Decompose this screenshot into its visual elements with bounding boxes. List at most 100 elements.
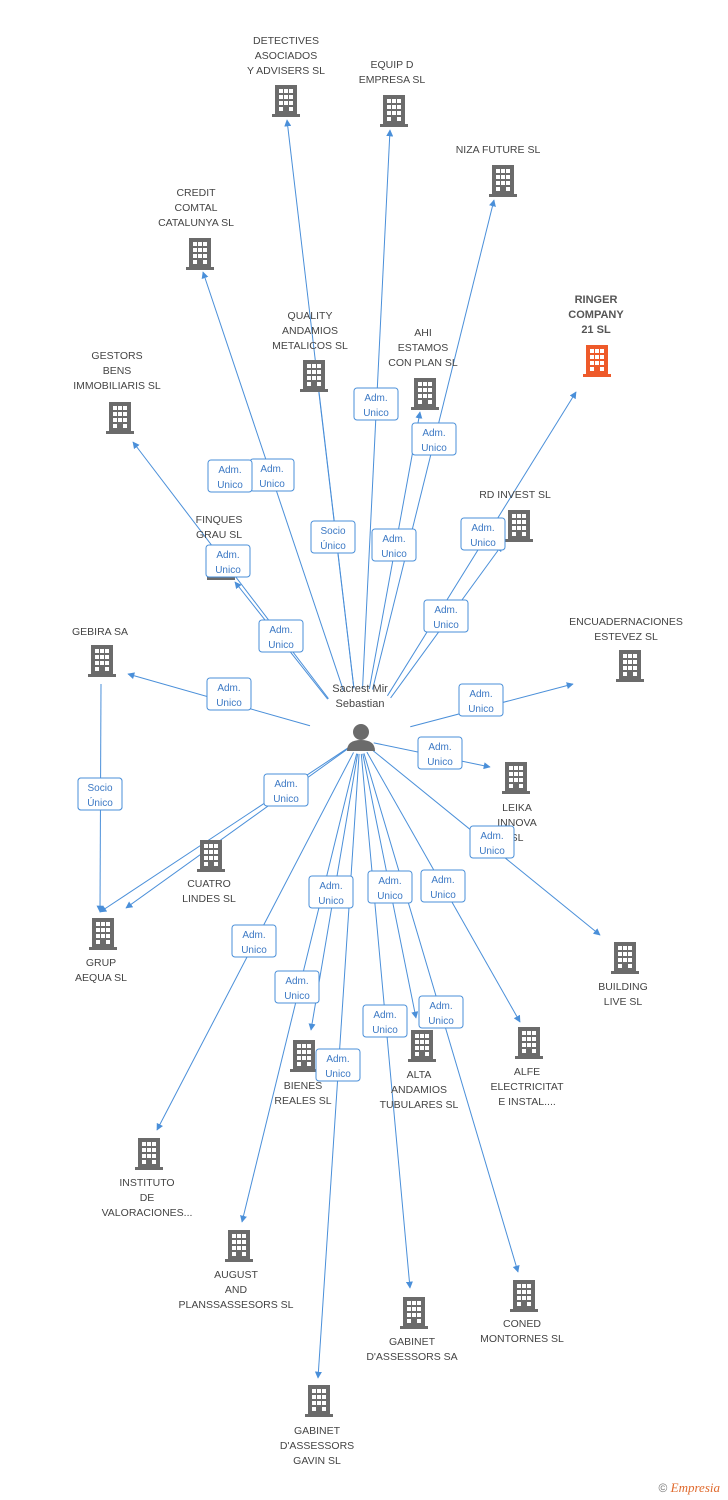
company-label-ahi-line-2: ESTAMOS [398, 342, 449, 354]
center-person[interactable]: Sacrest Mir Sebastian [332, 683, 388, 751]
edge-label-text-grup-line-2: Único [87, 796, 113, 809]
edge-label-text-finques-line-1: Adm. [269, 625, 292, 636]
company-node-gebira[interactable]: GEBIRA SA [72, 626, 128, 677]
edge-label-niza[interactable]: Adm.Unico [411, 422, 457, 456]
building-icon [106, 402, 134, 434]
edge-label-text-rdinvest-line-2: Unico [433, 620, 459, 631]
company-label-equipd-line-2: EMPRESA SL [359, 74, 426, 86]
edge-label-text-building-line-2: Unico [479, 846, 505, 857]
edge-label-box [308, 875, 354, 909]
company-label-gabinet-line-1: GABINET [389, 1336, 436, 1348]
company-label-grup-line-1: GRUP [86, 957, 116, 969]
edge-label-box [458, 683, 504, 717]
edge-label-box [207, 459, 253, 493]
company-label-cuatro-line-1: CUATRO [187, 878, 231, 890]
edge-label-box [362, 1004, 408, 1038]
edge-label-text-bienes-line-2: Unico [318, 896, 344, 907]
building-icon [515, 1027, 543, 1059]
company-label-gabinetgavin-line-3: GAVIN SL [293, 1455, 341, 1467]
edge-label-text-cuatro-line-1: Adm. [274, 779, 297, 790]
company-label-encuad-line-2: ESTEVEZ SL [594, 631, 658, 643]
company-label-niza-line-1: NIZA FUTURE SL [456, 144, 541, 156]
edge-label-text-alta-line-2: Unico [377, 891, 403, 902]
company-node-instituto[interactable]: INSTITUTODEVALORACIONES... [102, 1138, 193, 1219]
edge-label-rdinvest[interactable]: Adm.Unico [423, 599, 469, 633]
edge-label-box [469, 825, 515, 859]
company-label-detectives-line-1: DETECTIVES [253, 35, 319, 47]
edge-label-gabinet[interactable]: Adm.Unico [362, 1004, 408, 1038]
edge-label-credit[interactable]: Adm.Unico [207, 459, 253, 493]
company-label-detectives-line-3: Y ADVISERS SL [247, 65, 325, 77]
edge-label-text-alfe-line-1: Adm. [431, 875, 454, 886]
building-icon [186, 238, 214, 270]
edge-label-alta[interactable]: Adm.Unico [367, 870, 413, 904]
building-icon [290, 1040, 318, 1072]
edge-label-text-detectives-line-1: Adm. [260, 464, 283, 475]
edge-label-box [258, 619, 304, 653]
edge-label-august[interactable]: Adm.Unico [274, 970, 320, 1004]
edge-label-text-equipd-line-1: Adm. [364, 393, 387, 404]
edge-label-ahi[interactable]: Adm.Unico [371, 528, 417, 562]
edge-label-leika[interactable]: Adm.Unico [417, 736, 463, 770]
edge-label-text-credit-line-1: Adm. [218, 465, 241, 476]
edge-label-box [353, 387, 399, 421]
edge-label-box [310, 520, 356, 554]
center-label-line-2: Sebastian [336, 698, 385, 710]
company-label-quality-line-3: METALICOS SL [272, 340, 348, 352]
edge-label-equipd[interactable]: Adm. Unico [353, 387, 399, 421]
edge-label-ringer[interactable]: Adm.Unico [460, 517, 506, 551]
edge-label-encuad[interactable]: Adm.Unico [458, 683, 504, 717]
edge-label-text-coned-line-2: Unico [428, 1016, 454, 1027]
company-label-gabinetgavin-line-2: D'ASSESSORS [280, 1440, 354, 1452]
edge-label-instituto[interactable]: Adm.Unico [231, 924, 277, 958]
edge-label-coned[interactable]: Adm.Unico [418, 995, 464, 1029]
edge-label-box [231, 924, 277, 958]
company-label-bienes-line-1: BIENES [284, 1080, 323, 1092]
edge-label-bienes[interactable]: Adm.Unico [308, 875, 354, 909]
edge-label-detectives[interactable]: Adm.Unico [249, 458, 295, 492]
center-label-line-1: Sacrest Mir [332, 683, 388, 695]
edge-label-text-gabinetgavin-line-1: Adm. [326, 1054, 349, 1065]
company-node-rdinvest[interactable]: RD INVEST SL [479, 489, 551, 542]
footer-brand: © Empresia [658, 1480, 720, 1496]
edge-center-to-cuatro [125, 747, 349, 909]
edge-label-box [420, 869, 466, 903]
edge-label-gabinetgavin[interactable]: Adm.Unico [315, 1048, 361, 1082]
edge-label-text-ringer-line-1: Adm. [471, 523, 494, 534]
company-label-instituto-line-2: DE [140, 1192, 155, 1204]
edge-label-finques[interactable]: Adm.Unico [258, 619, 304, 653]
building-icon [583, 345, 611, 377]
edge-label-gestors[interactable]: Adm.Unico [205, 544, 251, 578]
edge-label-building[interactable]: Adm.Unico [469, 825, 515, 859]
edge-label-text-equipd-line-2: Unico [363, 408, 389, 419]
edge-label-alfe[interactable]: Adm.Unico [420, 869, 466, 903]
building-icon [616, 650, 644, 682]
company-label-alta-line-1: ALTA [407, 1069, 432, 1081]
edge-label-gebira[interactable]: Adm.Unico [206, 677, 252, 711]
company-label-credit-line-3: CATALUNYA SL [158, 217, 234, 229]
company-node-niza[interactable]: NIZA FUTURE SL [456, 144, 541, 197]
edge-label-cuatro[interactable]: Adm.Unico [263, 773, 309, 807]
company-label-ringer-line-2: COMPANY [568, 309, 624, 321]
